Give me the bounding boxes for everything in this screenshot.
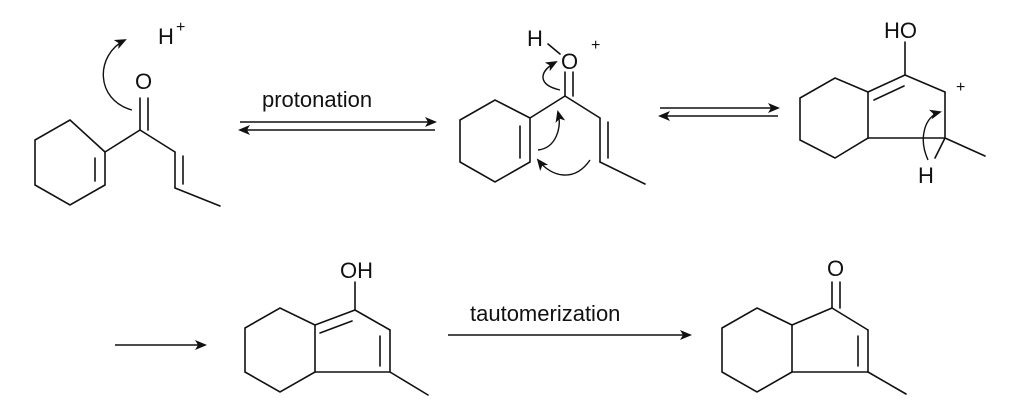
molecule-cyclized-cation: HO + H: [799, 18, 986, 188]
atom-oh-enol: OH: [340, 258, 373, 283]
label-protonation: protonation: [262, 87, 372, 112]
curved-arrow-hydride-shift: [922, 109, 942, 161]
atom-o-product: O: [827, 256, 844, 281]
curved-arrow-o-pi: [542, 61, 561, 91]
molecule-protonated-oxonium: H O +: [459, 26, 646, 185]
molecule-starting-dienone: O H +: [34, 19, 221, 207]
atom-h-plus: H: [158, 24, 174, 49]
atom-o-protonated: O: [561, 49, 578, 74]
curved-arrow-pi-shift-lower: [536, 158, 591, 176]
charge-h-plus: +: [176, 19, 185, 36]
curved-arrow-protonation: [102, 39, 133, 111]
atom-ho-cation: HO: [884, 18, 917, 43]
equilibrium-arrow-protonation: [238, 117, 437, 135]
equilibrium-arrow-cyclization: [658, 103, 780, 121]
charge-oxonium: +: [591, 37, 600, 54]
molecule-enol: OH: [244, 258, 429, 396]
label-tautomerization: tautomerization: [470, 301, 620, 326]
atom-o-start: O: [135, 69, 152, 94]
charge-carbocation: +: [956, 79, 965, 96]
molecule-final-enone: O: [721, 256, 907, 395]
atom-h-protonated: H: [527, 26, 543, 51]
curved-arrow-pi-shift-upper: [537, 110, 566, 151]
atom-h-shift: H: [918, 163, 934, 188]
